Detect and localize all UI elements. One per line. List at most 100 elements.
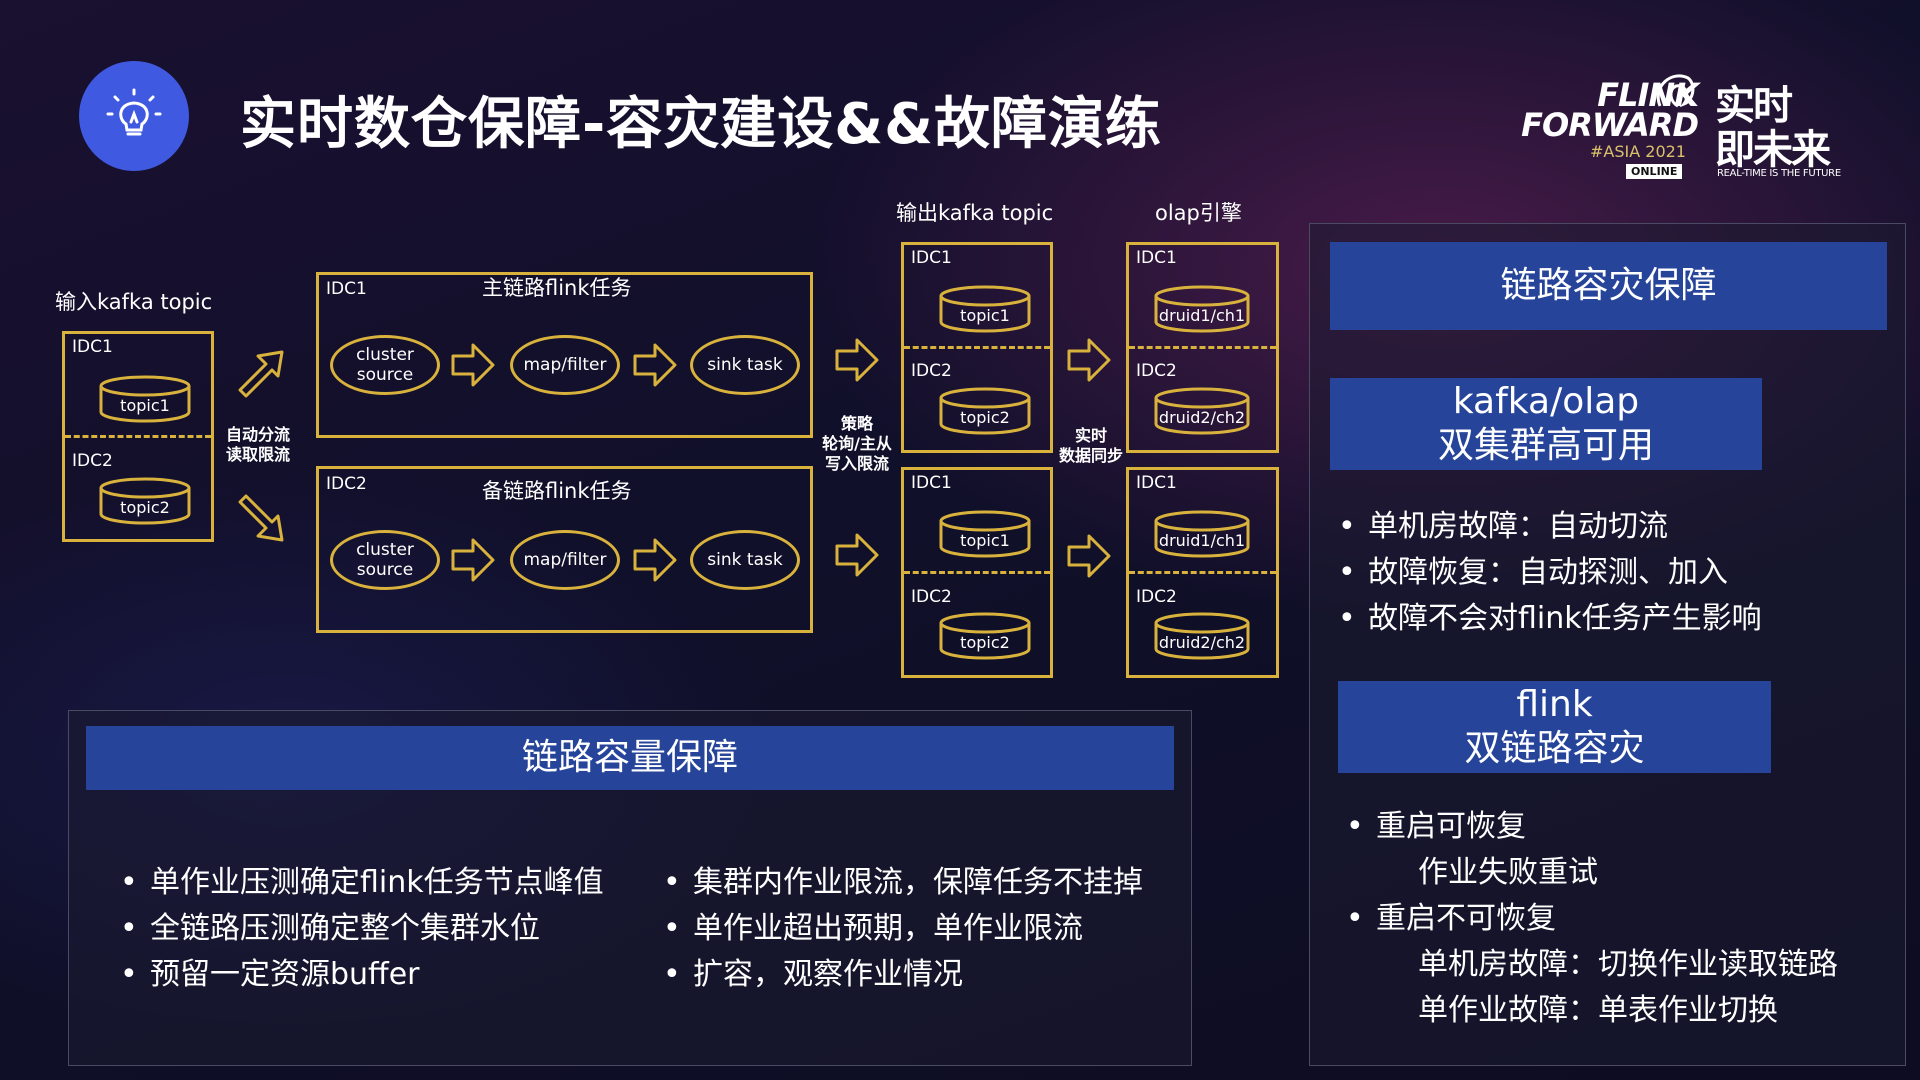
olap-top-divider — [1129, 346, 1276, 349]
main-map-filter: map/filter — [510, 335, 620, 395]
main-cluster-source: cluster source — [330, 335, 440, 395]
input-kafka-label: 输入kafka topic — [55, 290, 213, 314]
olap-top-idc1-label: IDC1 — [1136, 248, 1177, 268]
cn-brand-logo: 实时 即未来 — [1715, 84, 1831, 173]
output-kafka-label: 输出kafka topic — [896, 201, 1054, 225]
main-arrow-2-icon — [633, 343, 677, 387]
output-bottom-topic2-cylinder: topic2 — [939, 612, 1031, 660]
olap-bottom-idc1-label: IDC1 — [1136, 473, 1177, 493]
backup-to-output-arrow-icon — [835, 533, 879, 577]
output-bottom-idc1-label: IDC1 — [911, 473, 952, 493]
output-bottom-divider — [904, 571, 1050, 574]
backup-map-filter: map/filter — [510, 530, 620, 590]
flink-bar: flink 双链路容灾 — [1338, 681, 1771, 773]
main-sink-task: sink task — [690, 335, 800, 395]
backup-sink-task: sink task — [690, 530, 800, 590]
olap-bottom-druid1-text: druid1/ch1 — [1159, 531, 1245, 550]
list-item: 单作业超出预期，单作业限流 — [655, 906, 1143, 952]
list-item: 单机房故障：自动切流 — [1330, 504, 1762, 550]
output-bottom-idc2-label: IDC2 — [911, 587, 952, 607]
capacity-header: 链路容量保障 — [86, 726, 1174, 790]
backup-arrow-1-icon — [451, 538, 495, 582]
brand-online-badge: ONLINE — [1626, 164, 1683, 179]
capacity-right-bullets: 集群内作业限流，保障任务不挂掉 单作业超出预期，单作业限流 扩容，观察作业情况 — [655, 860, 1143, 998]
list-item: 作业失败重试 — [1418, 855, 1598, 890]
flink-forward-logo: FLINK FORWARD — [1518, 79, 1699, 144]
kafka-olap-bullets: 单机房故障：自动切流 故障恢复：自动探测、加入 故障不会对flink任务产生影响 — [1330, 504, 1762, 642]
output-top-idc1-label: IDC1 — [911, 248, 952, 268]
brand-asia: #ASIA 2021 — [1590, 142, 1686, 161]
list-item: 故障不会对flink任务产生影响 — [1330, 596, 1762, 642]
olap-top-druid2-cylinder: druid2/ch2 — [1154, 387, 1250, 435]
input-topic1-cylinder: topic1 — [99, 375, 191, 423]
cn-brand-line2: 即未来 — [1715, 127, 1831, 173]
output-top-topic2-cylinder: topic2 — [939, 387, 1031, 435]
output-top-divider — [904, 346, 1050, 349]
backup-job-box — [316, 466, 813, 633]
list-item: 扩容，观察作业情况 — [655, 952, 1143, 998]
output-to-olap-bottom-arrow-icon — [1067, 534, 1111, 578]
input-kafka-box — [62, 331, 214, 542]
lightbulb-logo — [79, 61, 189, 171]
flink-recovery-list: 重启可恢复 作业失败重试 重启不可恢复 单机房故障：切换作业读取链路 单作业故障… — [1338, 804, 1898, 1034]
output-bottom-topic2-text: topic2 — [960, 633, 1010, 652]
list-item: 单机房故障：切换作业读取链路 — [1418, 947, 1838, 982]
input-divider — [65, 435, 211, 438]
strategy-note: 策略 轮询/主从 写入限流 — [822, 414, 892, 473]
olap-bottom-divider — [1129, 571, 1276, 574]
list-item: 全链路压测确定整个集群水位 — [112, 906, 604, 952]
olap-bottom-druid2-text: druid2/ch2 — [1159, 633, 1245, 652]
olap-bottom-druid1-cylinder: druid1/ch1 — [1154, 510, 1250, 558]
output-kafka-box-top — [901, 242, 1053, 453]
main-job-box — [316, 272, 813, 438]
list-item: 单作业故障：单表作业切换 — [1418, 993, 1778, 1028]
olap-top-druid2-text: druid2/ch2 — [1159, 408, 1245, 427]
list-item: 重启不可恢复 — [1338, 896, 1898, 942]
olap-top-druid1-cylinder: druid1/ch1 — [1154, 285, 1250, 333]
olap-top-druid1-text: druid1/ch1 — [1159, 306, 1245, 325]
arrow-up-right-icon — [238, 350, 284, 398]
squirrel-icon — [1656, 74, 1695, 108]
output-top-topic2-text: topic2 — [960, 408, 1010, 427]
brand-tagline: REAL-TIME IS THE FUTURE — [1717, 168, 1841, 179]
main-to-output-arrow-icon — [835, 338, 879, 382]
olap-bottom-idc2-label: IDC2 — [1136, 587, 1177, 607]
output-top-topic1-cylinder: topic1 — [939, 285, 1031, 333]
input-topic1-text: topic1 — [120, 396, 170, 415]
main-arrow-1-icon — [451, 343, 495, 387]
capacity-left-bullets: 单作业压测确定flink任务节点峰值 全链路压测确定整个集群水位 预留一定资源b… — [112, 860, 604, 998]
list-item: 预留一定资源buffer — [112, 952, 604, 998]
lightbulb-icon — [106, 88, 162, 136]
brand-line2: FORWARD — [1521, 106, 1699, 144]
backup-arrow-2-icon — [633, 538, 677, 582]
kafka-olap-bar: kafka/olap 双集群高可用 — [1330, 378, 1762, 470]
olap-box-bottom — [1126, 467, 1279, 678]
input-idc1-label: IDC1 — [72, 337, 113, 357]
flink-line2: 双链路容灾 — [1464, 728, 1645, 769]
arrow-down-right-icon — [238, 494, 284, 542]
disaster-recovery-header: 链路容灾保障 — [1330, 242, 1887, 330]
list-item: 单作业压测确定flink任务节点峰值 — [112, 860, 604, 906]
backup-cluster-source: cluster source — [330, 530, 440, 590]
output-kafka-box-bottom — [901, 467, 1053, 678]
main-job-title: 主链路flink任务 — [482, 276, 632, 300]
output-to-olap-top-arrow-icon — [1067, 338, 1111, 382]
list-item: 重启可恢复 — [1338, 804, 1898, 850]
list-item: 集群内作业限流，保障任务不挂掉 — [655, 860, 1143, 906]
split-note: 自动分流 读取限流 — [225, 425, 290, 464]
input-idc2-label: IDC2 — [72, 451, 113, 471]
olap-label: olap引擎 — [1155, 201, 1242, 225]
backup-job-idc-label: IDC2 — [326, 474, 367, 494]
list-item: 故障恢复：自动探测、加入 — [1330, 550, 1762, 596]
input-topic2-cylinder: topic2 — [99, 477, 191, 525]
olap-top-idc2-label: IDC2 — [1136, 361, 1177, 381]
olap-bottom-druid2-cylinder: druid2/ch2 — [1154, 612, 1250, 660]
output-bottom-topic1-text: topic1 — [960, 531, 1010, 550]
output-top-idc2-label: IDC2 — [911, 361, 952, 381]
output-bottom-topic1-cylinder: topic1 — [939, 510, 1031, 558]
olap-box-top — [1126, 242, 1279, 453]
page-title: 实时数仓保障-容灾建设&&故障演练 — [240, 92, 1162, 157]
sync-note: 实时 数据同步 — [1058, 426, 1123, 465]
main-job-idc-label: IDC1 — [326, 279, 367, 299]
output-top-topic1-text: topic1 — [960, 306, 1010, 325]
